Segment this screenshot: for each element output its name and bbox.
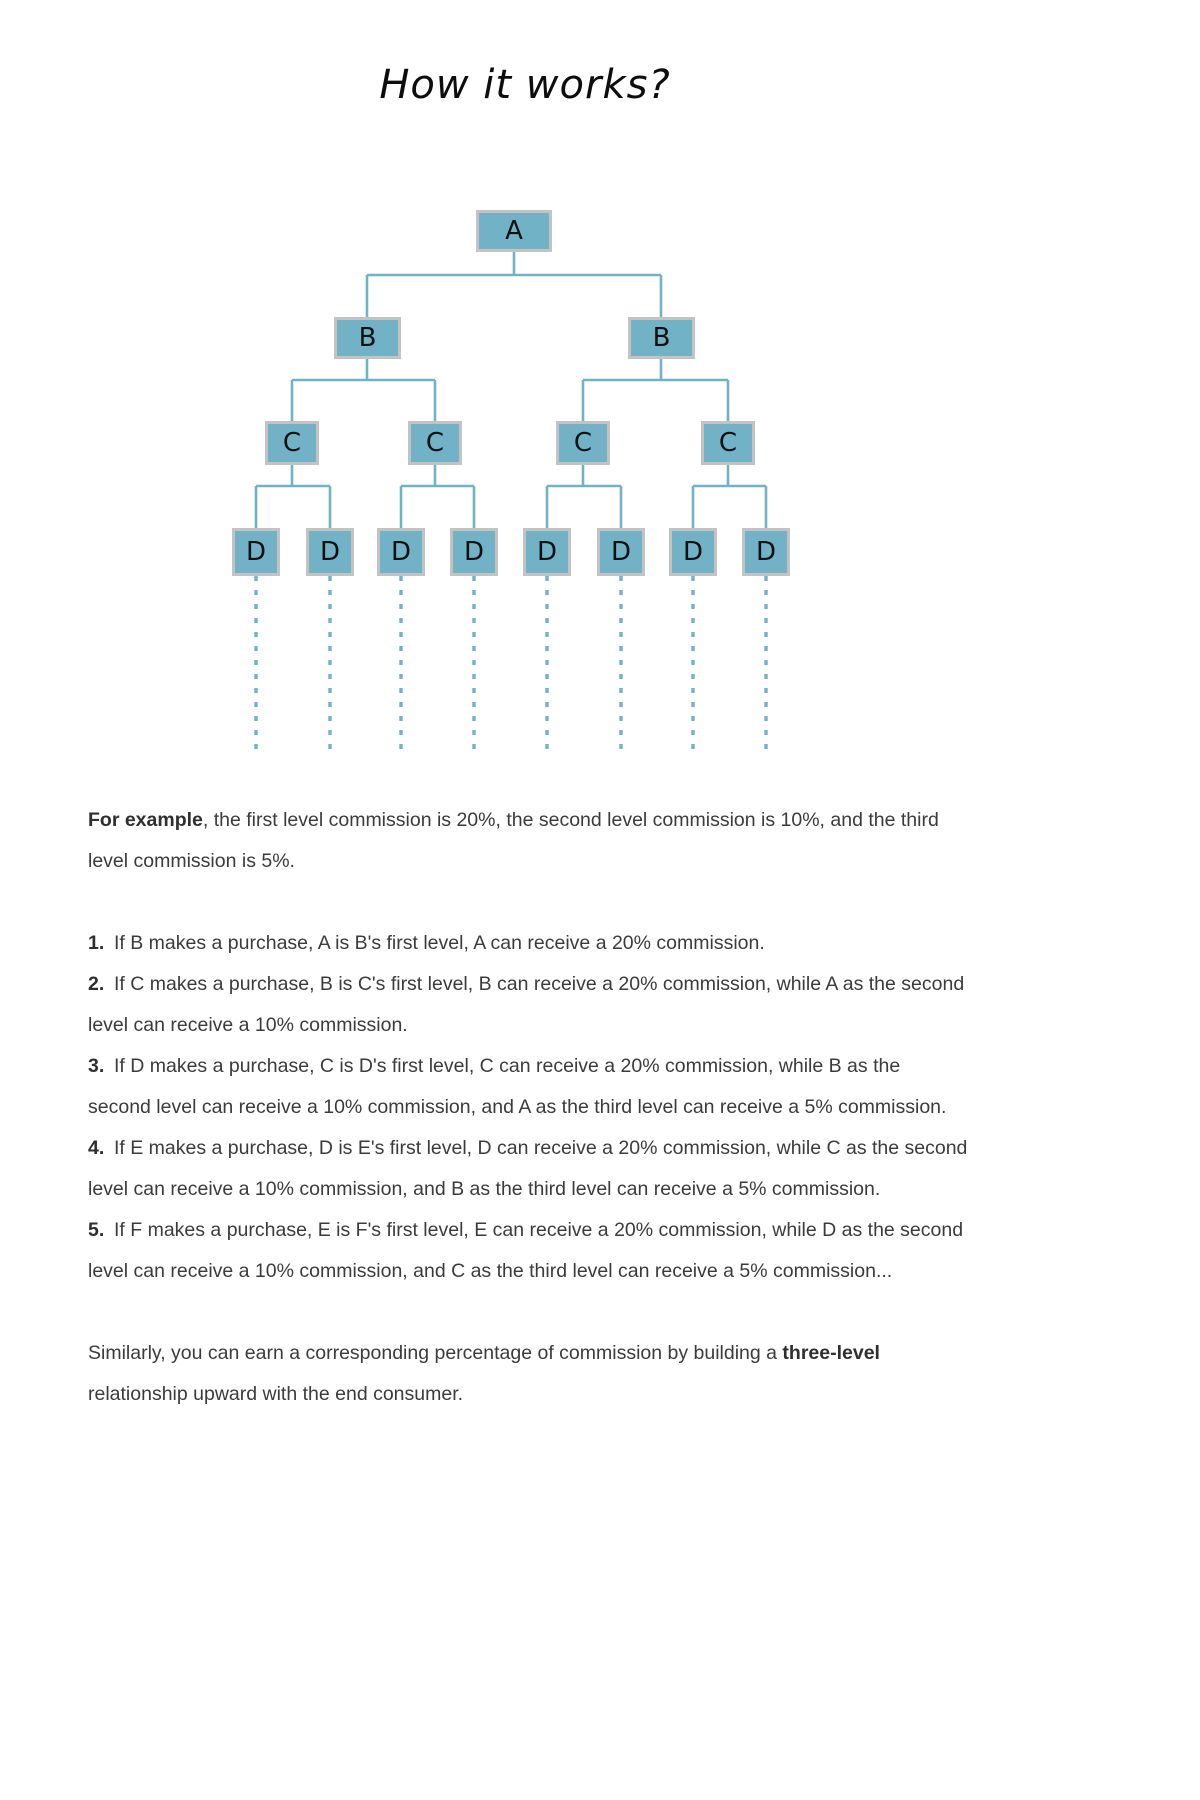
tree-node-d4[interactable]: D: [450, 528, 498, 576]
tree-node-d6[interactable]: D: [597, 528, 645, 576]
tree-node-label: B: [652, 323, 671, 353]
tree-node-d5[interactable]: D: [523, 528, 571, 576]
tree-node-label: C: [718, 428, 738, 458]
tree-node-d7[interactable]: D: [669, 528, 717, 576]
tree-node-c4[interactable]: C: [701, 421, 755, 465]
list-item-text: If B makes a purchase, A is B's first le…: [114, 932, 765, 954]
tree-node-c1[interactable]: C: [265, 421, 319, 465]
tree-node-label: D: [319, 537, 341, 567]
tree-node-c2[interactable]: C: [408, 421, 462, 465]
tree-node-d8[interactable]: D: [742, 528, 790, 576]
multi-level-referral-tree: A B B C C C C D D D D D D D D: [0, 190, 1050, 770]
spacer: [88, 1292, 968, 1333]
tree-node-d1[interactable]: D: [232, 528, 280, 576]
list-item-number: 1.: [88, 932, 105, 954]
list-item-number: 3.: [88, 1055, 105, 1077]
tree-node-label: D: [245, 537, 267, 567]
tree-node-b1[interactable]: B: [334, 317, 401, 359]
list-item: 2.If C makes a purchase, B is C's first …: [88, 964, 968, 1046]
tree-node-label: C: [573, 428, 593, 458]
article-body: For example, the first level commission …: [88, 800, 968, 1415]
list-item-text: If F makes a purchase, E is F's first le…: [88, 1219, 964, 1282]
list-item: 1. If B makes a purchase, A is B's first …: [88, 923, 968, 964]
list-item-text: If D makes a purchase, C is D's first le…: [88, 1055, 947, 1118]
example-rest: , the first level commission is 20%, the…: [88, 809, 939, 872]
page-title: How it works?: [379, 62, 671, 108]
example-paragraph: For example, the first level commission …: [88, 800, 968, 882]
tree-node-label: D: [682, 537, 704, 567]
tree-node-d2[interactable]: D: [306, 528, 354, 576]
tree-node-label: D: [536, 537, 558, 567]
tree-node-a1[interactable]: A: [476, 210, 552, 252]
tree-node-label: D: [463, 537, 485, 567]
tree-node-label: D: [390, 537, 412, 567]
tree-node-label: B: [358, 323, 377, 353]
list-item: 4.If E makes a purchase, D is E's first …: [88, 1128, 968, 1210]
example-intro-bold: For example: [88, 809, 203, 831]
tree-node-label: A: [505, 216, 523, 246]
closing-post: relationship upward with the end consume…: [88, 1383, 464, 1405]
closing-paragraph: Similarly, you can earn a corresponding …: [88, 1333, 968, 1415]
tree-node-c3[interactable]: C: [556, 421, 610, 465]
spacer: [88, 882, 968, 923]
closing-pre: Similarly, you can earn a corresponding …: [88, 1342, 783, 1364]
commission-rules-list: 1. If B makes a purchase, A is B's first …: [88, 923, 968, 1292]
tree-node-b2[interactable]: B: [628, 317, 695, 359]
tree-node-label: C: [282, 428, 302, 458]
tree-connector-lines: [254, 252, 768, 756]
list-item-number: 5.: [88, 1219, 105, 1241]
tree-node-label: D: [610, 537, 632, 567]
list-item-number: 2.: [88, 973, 105, 995]
list-item-text: If E makes a purchase, D is E's first le…: [88, 1137, 968, 1200]
tree-node-d3[interactable]: D: [377, 528, 425, 576]
list-item: 3.If D makes a purchase, C is D's first …: [88, 1046, 968, 1128]
list-item-number: 4.: [88, 1137, 105, 1159]
tree-node-label: D: [755, 537, 777, 567]
closing-bold: three-level: [782, 1342, 880, 1364]
list-item-text: If C makes a purchase, B is C's first le…: [88, 973, 965, 1036]
list-item: 5.If F makes a purchase, E is F's first …: [88, 1210, 968, 1292]
tree-node-label: C: [425, 428, 445, 458]
